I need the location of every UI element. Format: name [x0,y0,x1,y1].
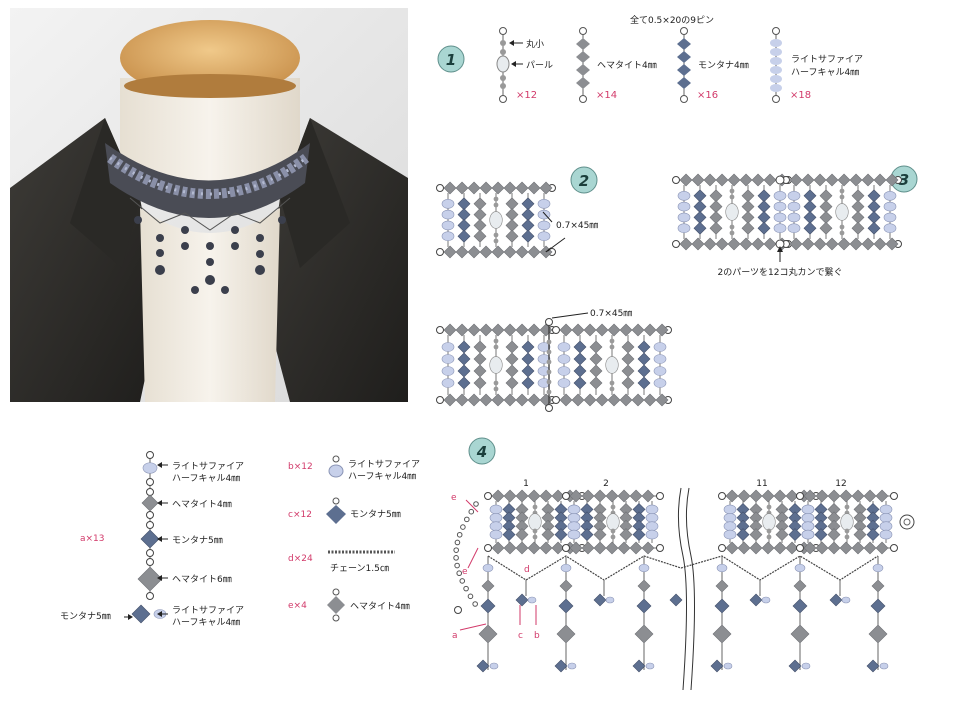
legend-e-part [327,588,345,622]
legend-a-sapphire-2: ハーフキャル4㎜ [172,474,240,484]
label-ring-small: 丸小 [526,38,544,50]
step2-wire-label: 0.7×45㎜ [556,221,598,231]
step4-assembly [453,487,915,691]
legend-a-montana5-left: モンタナ5㎜ [60,611,111,622]
segment-label-1: 1 [523,479,529,489]
legend-b-part [328,455,344,478]
marker-b: b [534,631,540,641]
legend-d-count: d×24 [288,554,313,564]
step1-header: 全て0.5×20の9ピン [630,14,714,26]
legend-b-count: b×12 [288,462,313,472]
step3-caption: 2のパーツを12コ丸カンで繋ぐ [718,266,843,278]
step2-badge: 2 [570,166,598,194]
necklace-photo [10,8,408,402]
label-hematite: ヘマタイト4㎜ [597,60,657,71]
legend-e-count: e×4 [288,601,307,611]
count-pearl: ×12 [516,90,537,101]
marker-e2: e [462,567,468,577]
legend-c-count: c×12 [288,510,312,520]
marker-e1: e [451,493,457,503]
count-sapphire: ×18 [790,90,811,101]
segment-label-12: 12 [835,479,846,489]
step2b-assembly [436,318,672,412]
legend-b-1: ライトサファイア [348,459,420,470]
legend-d-label: チェーン1.5㎝ [330,563,389,574]
svg-text:1: 1 [446,51,456,69]
hematite-pin [576,27,590,103]
legend-a-sapphire-b2: ハーフキャル4㎜ [172,618,240,628]
legend-c-part [326,497,346,524]
svg-text:2: 2 [579,172,589,190]
legend-a-sapphire-1: ライトサファイア [172,461,244,472]
count-montana: ×16 [697,90,718,101]
legend-c-label: モンタナ5㎜ [350,509,401,520]
legend-a-sapphire-b1: ライトサファイア [172,605,244,616]
legend-a-hematite6: ヘマタイト6㎜ [172,574,232,585]
marker-d: d [524,565,530,575]
legend-a-montana5: モンタナ5㎜ [172,535,223,546]
step4-badge: 4 [468,437,496,465]
marker-c: c [518,631,523,641]
step3-assembly [672,173,902,251]
svg-text:4: 4 [476,443,487,461]
segment-label-11: 11 [756,479,767,489]
label-sapphire-2: ハーフキャル4㎜ [791,68,859,78]
legend-a-strand [124,451,168,624]
legend-a-count: a×13 [80,534,105,544]
step2b-wire-label: 0.7×45㎜ [590,309,632,319]
label-pearl: パール [526,60,553,71]
marker-a: a [452,631,458,641]
montana-pin [677,27,691,103]
svg-text:3: 3 [899,171,909,189]
legend-e-label: ヘマタイト4㎜ [350,601,410,612]
pearl-pin [496,27,510,103]
count-hematite: ×14 [596,90,617,101]
step2-unit [436,181,556,259]
label-sapphire-1: ライトサファイア [791,54,863,65]
sapphire-pin [770,27,782,103]
step1-badge: 1 [437,45,465,73]
label-montana: モンタナ4㎜ [698,60,749,71]
legend-a-hematite4: ヘマタイト4㎜ [172,499,232,510]
segment-label-2: 2 [603,479,609,489]
legend-b-2: ハーフキャル4㎜ [348,472,416,482]
